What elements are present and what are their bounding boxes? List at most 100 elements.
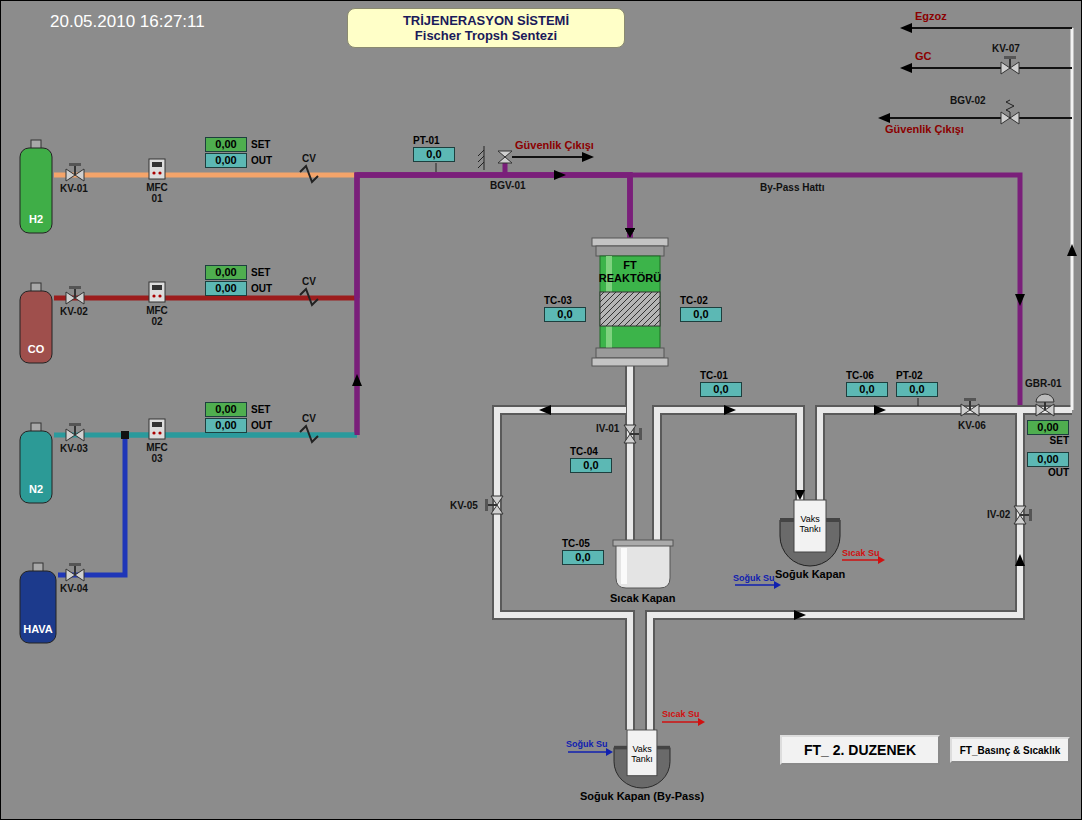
white-pipes xyxy=(497,410,1072,730)
line-label: By-Pass Hattı xyxy=(760,182,824,194)
value-box: 0,0 xyxy=(570,458,612,473)
value-box: 0,00 xyxy=(1027,420,1069,435)
shape-outline-part xyxy=(794,500,826,552)
screen-button: FT_Basınç & Sıcaklık xyxy=(950,737,1070,763)
valve-tag: KV-06 xyxy=(958,420,986,432)
water-arrow-part xyxy=(698,718,705,726)
pipe-outline xyxy=(657,410,800,540)
pipe-outline xyxy=(625,366,635,540)
plant-drawing-part xyxy=(66,286,84,304)
outlet-label: Güvenlik Çıkışı xyxy=(515,139,594,151)
plant-drawing-part xyxy=(582,152,594,162)
process-pipe xyxy=(657,410,800,540)
trap-name: Soğuk Kapan (By-Pass) xyxy=(580,790,704,803)
white-pipes-part xyxy=(497,410,630,730)
white-pipes-part xyxy=(497,410,630,730)
plant-drawing-part xyxy=(149,282,165,302)
shape-outline xyxy=(592,238,668,366)
value-box: 0,0 xyxy=(544,307,586,322)
plant-drawing-part xyxy=(149,159,165,179)
value-box: 0,0 xyxy=(700,382,742,397)
shape-outline-part xyxy=(613,540,673,546)
button-label: FT_ 2. DUZENEK xyxy=(804,742,916,758)
value-caption: SET xyxy=(1050,435,1069,447)
plant-drawing-part xyxy=(724,405,736,415)
valve-tag: KV-03 xyxy=(60,443,88,455)
valve-tag: BGV-01 xyxy=(490,180,526,192)
plant-drawing-part xyxy=(961,398,979,416)
trap-vessel: Vaks Tankı xyxy=(780,500,840,566)
tag-name: TC-01 xyxy=(700,370,742,382)
water-arrow-part xyxy=(774,581,781,589)
gas-cylinder: HAVA xyxy=(18,563,58,645)
cylinder-label: CO xyxy=(28,343,45,355)
connector-line xyxy=(627,366,633,540)
setpoint-display: 0,00 SET xyxy=(205,137,270,152)
trap-vessel xyxy=(613,540,673,590)
relief-valve-part xyxy=(1010,112,1019,124)
plant-drawing-part xyxy=(1014,506,1032,524)
plant-drawing-part xyxy=(900,63,912,73)
shape-outline-part xyxy=(592,238,668,246)
gas-cylinder: N2 xyxy=(18,423,54,505)
instrument-tag: MFC 03 xyxy=(144,442,170,464)
leader-line xyxy=(436,163,918,406)
relief-valve-part xyxy=(503,163,508,175)
value-box: 0,00 xyxy=(205,418,247,433)
value-caption: OUT xyxy=(1048,467,1069,479)
plant-drawing-part xyxy=(539,405,551,415)
shape-outline-part xyxy=(600,292,660,326)
value-box: 0,00 xyxy=(205,137,247,152)
screen-button: FT_ 2. DUZENEK xyxy=(780,735,940,765)
cylinder-label: HAVA xyxy=(23,623,53,635)
plant-drawing-part xyxy=(1015,294,1025,306)
gas-line xyxy=(54,175,630,298)
instrument-tag: MFC 01 xyxy=(144,182,170,204)
connector-line xyxy=(54,173,357,178)
outlet-label: Egzoz xyxy=(915,10,947,22)
plant-drawing-part xyxy=(66,563,84,581)
plant-drawing-part xyxy=(1001,56,1019,74)
plant-drawing-part xyxy=(66,163,84,181)
relief-valve-part xyxy=(498,157,512,163)
water-arrow-part xyxy=(662,721,698,723)
setpoint-display: 0,00SET xyxy=(1027,420,1069,447)
value-box: 0,0 xyxy=(896,382,938,397)
water-arrow-part xyxy=(842,559,878,561)
shape-outline-part xyxy=(616,545,670,588)
value-box: 0,00 xyxy=(1027,452,1069,467)
title-text: TRİJENERASYON SİSTEMİ Fischer Tropsh Sen… xyxy=(379,13,594,43)
pressure-regulator xyxy=(1036,394,1054,416)
plant-drawing-part xyxy=(1067,244,1077,256)
shape-outline-part xyxy=(627,730,657,776)
valve-tag: GBR-01 xyxy=(1025,378,1062,390)
temperature-display: TC-040,0 xyxy=(570,446,612,473)
water-arrow-part xyxy=(606,748,613,756)
value-box: 0,0 xyxy=(846,382,888,397)
relief-valve-part xyxy=(512,156,584,158)
valve-tag: KV-05 xyxy=(450,500,478,512)
plant-drawing-part xyxy=(624,425,642,443)
shape-outline xyxy=(613,540,673,590)
connector-line xyxy=(357,175,630,435)
setpoint-display: 0,00SET xyxy=(205,265,270,280)
water-label: Sıcak Su xyxy=(842,547,880,559)
plant-drawing-part xyxy=(485,496,503,514)
cold-trap: Vaks TankıSoğuk Kapan xyxy=(775,500,845,581)
value-caption: OUT xyxy=(251,420,272,432)
white-pipes-part xyxy=(820,410,1020,500)
output-display: 0,00 OUT xyxy=(205,418,272,433)
output-display: 0,00OUT xyxy=(205,281,272,296)
connector-line xyxy=(58,435,125,575)
water-arrow-part xyxy=(568,751,606,753)
tag-name: PT-01 xyxy=(413,135,455,147)
pressure-regulator-part xyxy=(1036,394,1054,402)
shape-outline-part xyxy=(596,246,664,256)
value-caption: SET xyxy=(251,139,270,151)
tag-name: TC-05 xyxy=(562,538,604,550)
gas-cylinder: CO xyxy=(18,283,54,365)
value-box: 0,0 xyxy=(680,307,722,322)
outlet-label: Güvenlik Çıkışı xyxy=(885,123,964,135)
